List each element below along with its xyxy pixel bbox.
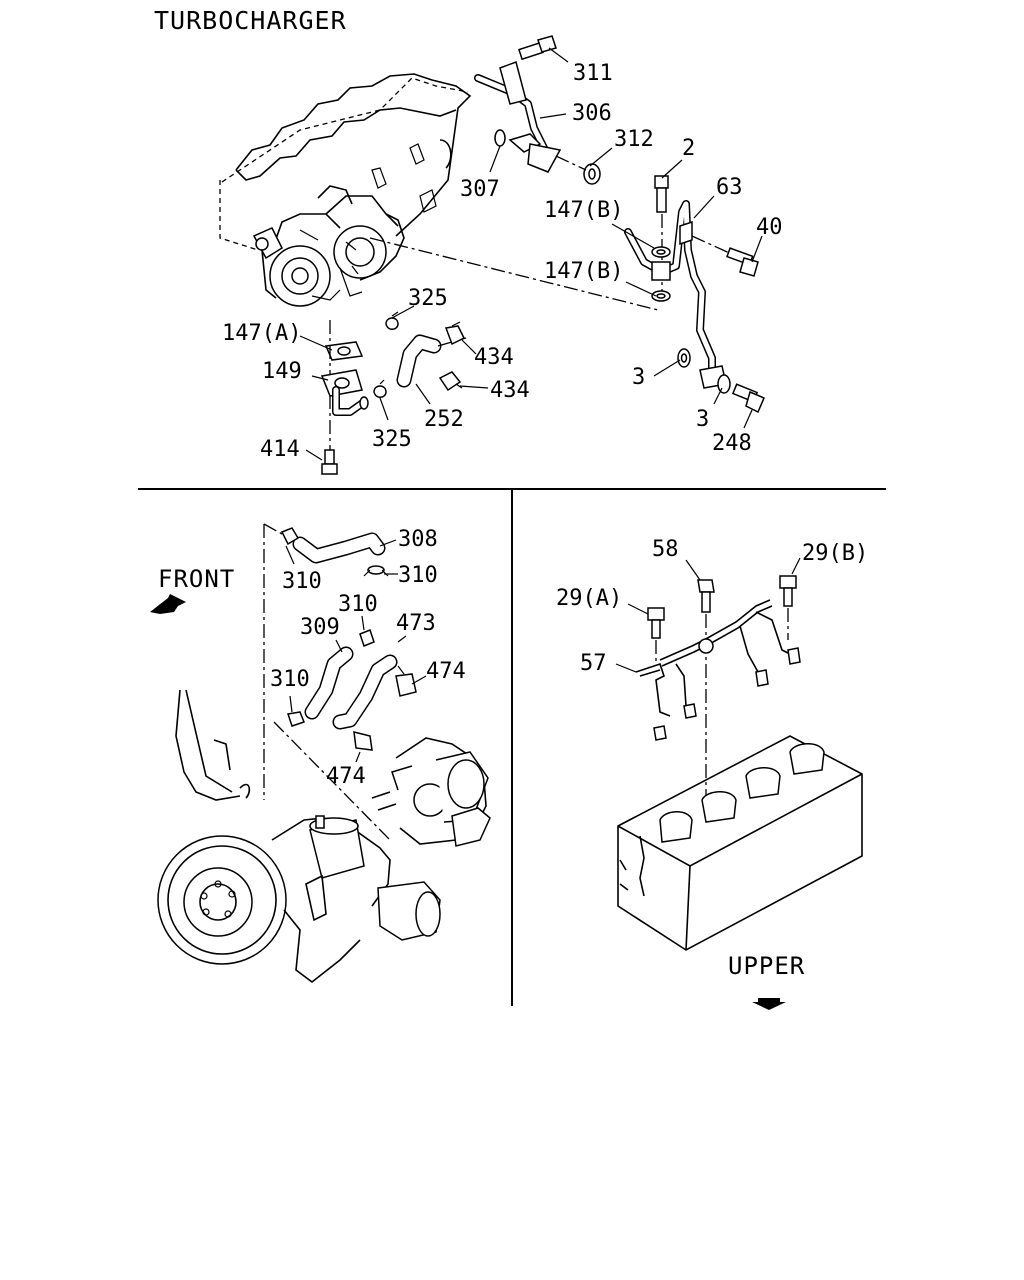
callout-325-lower: 325 xyxy=(372,427,412,452)
oil-feed-pipe-306 xyxy=(474,61,562,173)
callout-414: 414 xyxy=(260,437,300,462)
bolt-40 xyxy=(726,247,759,277)
clip-310-top-left xyxy=(280,527,300,546)
washer-3-right xyxy=(717,374,731,394)
callout-474-lower: 474 xyxy=(326,764,366,789)
callout-312: 312 xyxy=(614,127,654,152)
diagram-title: TURBOCHARGER xyxy=(154,6,347,35)
bolt-29b xyxy=(779,575,797,607)
clamp-474-lower xyxy=(353,731,373,751)
front-arrow-icon xyxy=(150,594,186,614)
hose-252 xyxy=(396,334,442,388)
callout-2: 2 xyxy=(682,136,695,161)
clamp-434-lower xyxy=(438,371,463,392)
top-leader-lines xyxy=(299,47,763,461)
bottom-right-leader-lines xyxy=(615,557,801,673)
flange-149 xyxy=(320,369,363,397)
clip-325-upper xyxy=(385,311,399,330)
callout-310-top-left: 310 xyxy=(282,569,322,594)
washer-147b-lower xyxy=(651,290,671,302)
bolt-29a xyxy=(647,607,665,639)
callout-473: 473 xyxy=(396,611,436,636)
callout-3-right: 3 xyxy=(696,407,709,432)
clip-310-lower xyxy=(287,711,305,727)
callout-3-left: 3 xyxy=(632,365,645,390)
engine-lower-illustration xyxy=(157,689,491,984)
callout-434-lower: 434 xyxy=(490,378,530,403)
callout-252: 252 xyxy=(424,407,464,432)
hose-309 xyxy=(304,646,354,720)
callout-309: 309 xyxy=(300,615,340,640)
clamp-434-upper xyxy=(444,321,466,346)
assembly-axis-312 xyxy=(555,155,587,171)
callout-434-upper: 434 xyxy=(474,345,514,370)
callout-311: 311 xyxy=(573,61,613,86)
gasket-147a xyxy=(324,341,364,361)
callout-58: 58 xyxy=(652,537,679,562)
oil-pipe-63 xyxy=(624,200,727,389)
callout-147a: 147(A) xyxy=(222,321,301,346)
callout-310-top-right: 310 xyxy=(398,563,438,588)
callout-307: 307 xyxy=(460,177,500,202)
bottom-left-leader-lines xyxy=(285,539,427,763)
callout-325-upper: 325 xyxy=(408,286,448,311)
bolt-248 xyxy=(731,383,765,414)
clip-325-lower xyxy=(373,379,387,398)
clip-310-top-right xyxy=(363,565,389,577)
assembly-guide-diagonal xyxy=(273,721,391,841)
callout-147b-upper: 147(B) xyxy=(544,198,623,223)
nut-312 xyxy=(583,163,601,185)
callout-29a: 29(A) xyxy=(556,586,622,611)
assembly-axis-bolt-40 xyxy=(691,235,737,257)
callout-474-upper: 474 xyxy=(426,659,466,684)
callout-149: 149 xyxy=(262,359,302,384)
callout-57: 57 xyxy=(580,651,607,676)
callout-29b: 29(B) xyxy=(802,541,868,566)
assembly-guide-top xyxy=(263,523,283,535)
drain-pipe-elbow xyxy=(332,386,369,416)
engine-block-illustration xyxy=(219,73,472,307)
bolt-2 xyxy=(654,175,669,213)
callout-63: 63 xyxy=(716,175,743,200)
upper-label: UPPER xyxy=(728,952,805,980)
callout-306: 306 xyxy=(572,101,612,126)
hose-473 xyxy=(332,654,398,730)
clamp-474-upper xyxy=(395,665,417,697)
bolt-58 xyxy=(697,579,715,613)
bolt-414 xyxy=(321,449,338,475)
hose-308 xyxy=(292,532,386,564)
gasket-307 xyxy=(494,129,506,147)
callout-40: 40 xyxy=(756,215,783,240)
washer-3-left xyxy=(677,348,691,368)
washer-147b-upper xyxy=(651,246,671,258)
callout-147b-lower: 147(B) xyxy=(544,259,623,284)
callout-308: 308 xyxy=(398,527,438,552)
front-label: FRONT xyxy=(158,565,235,593)
bolt-311 xyxy=(518,35,557,61)
callout-310-middle: 310 xyxy=(338,592,378,617)
callout-248: 248 xyxy=(712,431,752,456)
clip-310-middle xyxy=(359,629,375,647)
assembly-axis-252 xyxy=(437,337,467,347)
oil-jet-pipe-57 xyxy=(635,599,801,741)
cylinder-block-illustration xyxy=(617,735,863,951)
upper-arrow-icon xyxy=(752,998,786,1010)
callout-310-lower: 310 xyxy=(270,667,310,692)
